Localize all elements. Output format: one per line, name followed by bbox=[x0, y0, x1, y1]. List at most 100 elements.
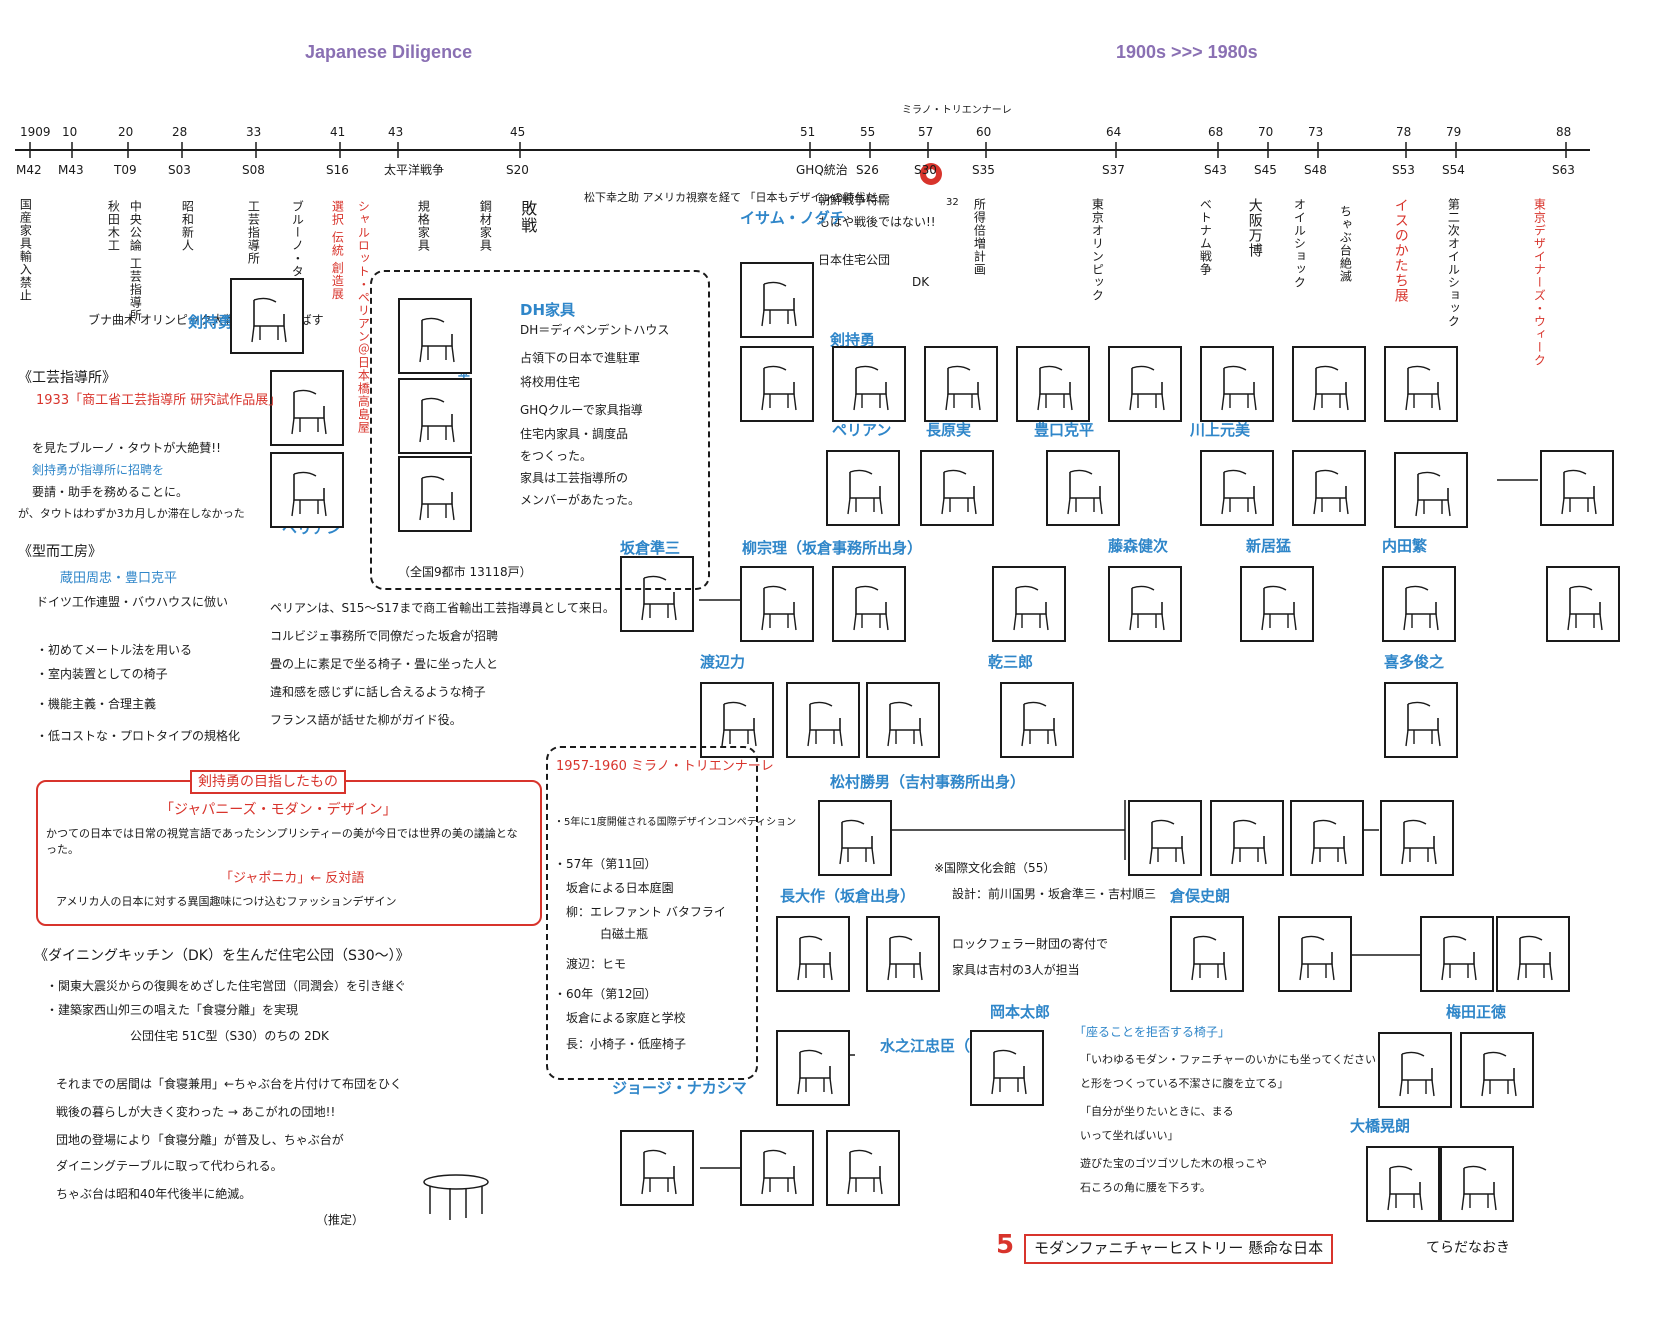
chair-sketch-icon bbox=[1313, 365, 1349, 411]
chair-sketch-icon bbox=[1013, 585, 1049, 631]
note-dh-7: 家具は工芸指導所の bbox=[520, 471, 629, 485]
note-kata-5: ・機能主義・合理主義 bbox=[36, 697, 157, 711]
note-milan-5: 白磁土瓶 bbox=[600, 927, 649, 941]
chair-sketch-icon bbox=[847, 1149, 883, 1195]
timeline-era: S30 bbox=[914, 163, 937, 177]
note-kata-title: 《型而工房》 bbox=[18, 544, 102, 560]
note-kogei-title: 《工芸指導所》 bbox=[18, 370, 116, 386]
note-dk-1: ・関東大震災からの復興をめざした住宅営団（同潤会）を引き継ぐ bbox=[46, 979, 407, 993]
chair-card bbox=[992, 566, 1066, 642]
timeline-year: 64 bbox=[1106, 125, 1122, 139]
chair-sketch-icon bbox=[887, 935, 923, 981]
timeline-year: 73 bbox=[1308, 125, 1324, 139]
chair-card bbox=[920, 450, 994, 526]
milan-section bbox=[546, 746, 758, 1080]
note-okamoto-6: 遊びた宝のゴツゴツした木の根っこや bbox=[1080, 1157, 1267, 1170]
note-periand-3: 畳の上に素足で坐る椅子・畳に坐った人と bbox=[270, 657, 499, 671]
chair-sketch-icon bbox=[945, 365, 981, 411]
note-dh-8: メンバーがあたった。 bbox=[520, 493, 641, 507]
designer-kenmochi-1: 剣持勇 bbox=[188, 313, 234, 331]
chair-sketch-icon bbox=[1221, 469, 1257, 515]
note-dh-1: DH＝ディペンデントハウス bbox=[520, 323, 670, 337]
note-kokusai-2: 設計：前川国男・坂倉準三・吉村順三 bbox=[952, 887, 1157, 901]
note-chabu-3: 団地の登場により「食寝分離」が普及し、ちゃぶ台が bbox=[56, 1133, 344, 1147]
note-kata-3: ・初めてメートル法を用いる bbox=[36, 643, 193, 657]
chair-sketch-icon bbox=[1481, 1051, 1517, 1097]
chair-card bbox=[1384, 346, 1458, 422]
note-periand-5: フランス語が話せた柳がガイド役。 bbox=[270, 713, 462, 727]
chair-card bbox=[832, 346, 906, 422]
designer-kenmochi-2: 剣持勇 bbox=[830, 331, 876, 349]
note-kata-1: 蔵田周忠・豊口克平 bbox=[60, 571, 178, 586]
note-milan-4: 柳：エレファント バタフライ bbox=[566, 905, 726, 919]
chair-sketch-icon bbox=[887, 701, 923, 747]
chair-card bbox=[1378, 1032, 1452, 1108]
event-chabudai: ちゃぶ台絶滅 bbox=[1338, 205, 1353, 283]
chair-card bbox=[1290, 800, 1364, 876]
timeline-year: 60 bbox=[976, 125, 992, 139]
chair-sketch-icon bbox=[761, 365, 797, 411]
event-kogei: 工芸指導所 bbox=[246, 200, 261, 265]
note-kata-4: ・室内装置としての椅子 bbox=[36, 667, 168, 681]
page-title-right: 1900s >>> 1980s bbox=[1116, 42, 1258, 62]
timeline-era: GHQ統治 bbox=[796, 163, 848, 177]
event-showa: 昭和新人 bbox=[180, 200, 195, 252]
chair-card bbox=[620, 556, 694, 632]
chair-card bbox=[1128, 800, 1202, 876]
timeline-year: 55 bbox=[860, 125, 876, 139]
timeline-year: 57 bbox=[918, 125, 934, 139]
note-dh-6: をつくった。 bbox=[520, 449, 593, 463]
designer-watanabe: 渡辺力 bbox=[700, 653, 746, 671]
chair-card bbox=[1000, 682, 1074, 758]
note-chabu-5: ちゃぶ台は昭和40年代後半に絶滅。 bbox=[56, 1187, 252, 1201]
event-kikaku: 規格家具 bbox=[416, 200, 431, 252]
note-okamoto-1: 「座ることを拒否する椅子」 bbox=[1074, 1025, 1231, 1039]
note-dh-5: 住宅内家具・調度品 bbox=[520, 427, 629, 441]
note-kokusai-3: ロックフェラー財団の寄付で bbox=[952, 937, 1109, 951]
timeline-year: 70 bbox=[1258, 125, 1274, 139]
chair-card bbox=[866, 916, 940, 992]
timeline-era: S20 bbox=[506, 163, 529, 177]
milan-marker-label: ミラノ・トリエンナーレ bbox=[902, 105, 1012, 116]
chair-card bbox=[270, 370, 344, 446]
note-periand-4: 違和感を感じずに話し合えるような椅子 bbox=[270, 685, 486, 699]
note-chabu-4: ダイニングテーブルに取って代わられる。 bbox=[56, 1159, 283, 1173]
note-kenmochi-box-title: 剣持勇の目指したもの bbox=[190, 770, 346, 795]
event-tokyo-olympic: 東京オリンピック bbox=[1090, 198, 1105, 302]
timeline-era: S48 bbox=[1304, 163, 1327, 177]
chair-card bbox=[620, 1130, 694, 1206]
chair-sketch-icon bbox=[1415, 471, 1451, 517]
note-kata-2: ドイツ工作連盟・バウハウスに倣い bbox=[36, 595, 229, 609]
note-chabu-6: （推定） bbox=[316, 1213, 365, 1227]
chair-sketch-icon bbox=[251, 297, 287, 343]
designer-nagahara: 長原実 bbox=[926, 421, 972, 439]
chair-card bbox=[1108, 346, 1182, 422]
designer-kawakami: 川上元美 bbox=[1190, 421, 1251, 439]
chair-sketch-icon bbox=[853, 585, 889, 631]
chair-card bbox=[924, 346, 998, 422]
note-milan-7: ・60年（第12回） bbox=[554, 987, 657, 1001]
timeline-era: S37 bbox=[1102, 163, 1125, 177]
chair-sketch-icon bbox=[641, 1149, 677, 1195]
chair-card bbox=[818, 800, 892, 876]
timeline-era: S45 bbox=[1254, 163, 1277, 177]
chair-card bbox=[740, 566, 814, 642]
chair-sketch-icon bbox=[1261, 585, 1297, 631]
note-okamoto-2: 「いわゆるモダン・ファニチャーのいかにも坐ってください bbox=[1080, 1053, 1377, 1066]
event-kozai: 鋼材家具 bbox=[478, 200, 493, 252]
note-okamoto-7: 石ころの角に腰を下ろす。 bbox=[1080, 1181, 1211, 1194]
chair-card bbox=[398, 298, 472, 374]
note-dh-3: 将校用住宅 bbox=[520, 375, 581, 389]
note-milan-3: 坂倉による日本庭園 bbox=[566, 881, 674, 895]
timeline-era: S43 bbox=[1204, 163, 1227, 177]
chabudai-sketch bbox=[423, 1174, 489, 1220]
chair-sketch-icon bbox=[1311, 819, 1347, 865]
milan-marker-num: 32 bbox=[946, 197, 959, 208]
timeline-era: 太平洋戦争 bbox=[384, 163, 445, 177]
event-designers-week: 東京デザイナーズ・ウィーク bbox=[1532, 198, 1547, 367]
event-kodan: 日本住宅公団 bbox=[818, 253, 891, 267]
chair-card bbox=[740, 1130, 814, 1206]
designer-kita: 喜多俊之 bbox=[1384, 653, 1445, 671]
chair-card bbox=[398, 456, 472, 532]
chair-sketch-icon bbox=[807, 701, 843, 747]
